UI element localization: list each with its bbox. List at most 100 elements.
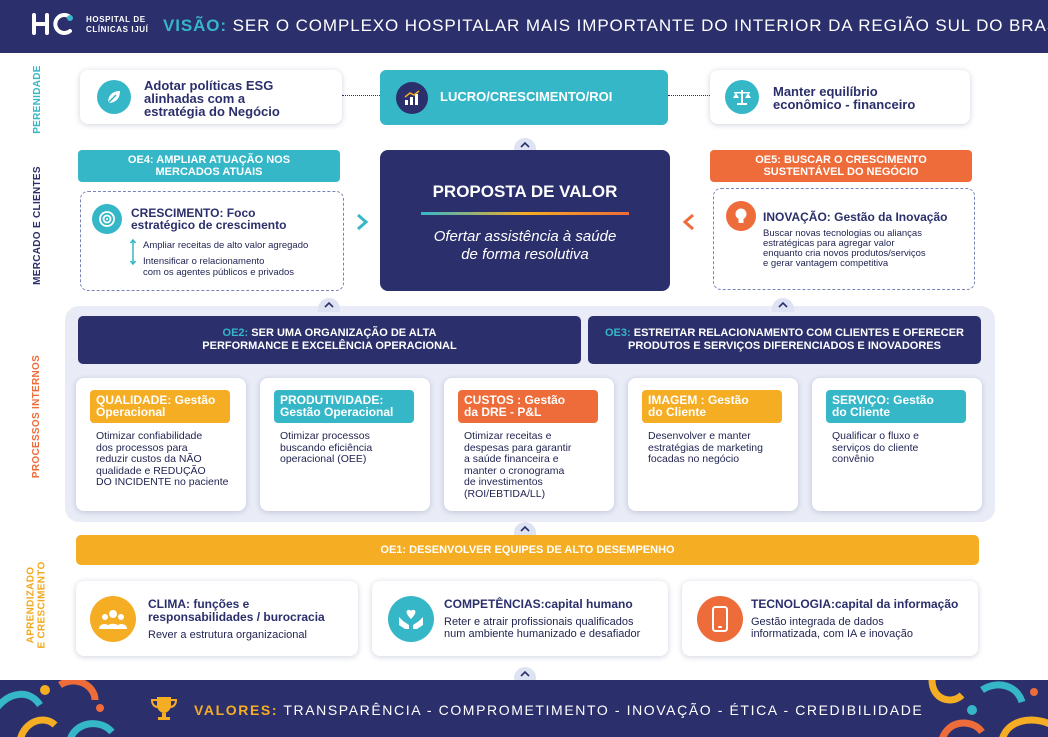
arrow-vertical-icon — [130, 239, 136, 265]
tecnologia-card: TECNOLOGIA:capital da informação Gestão … — [682, 581, 978, 656]
proposta-de-valor: PROPOSTA DE VALOR Ofertar assistência à … — [380, 150, 670, 291]
esg-card: Adotar políticas ESG alinhadas com a est… — [80, 70, 342, 124]
valores-statement: VALORES: TRANSPARÊNCIA - COMPROMETIMENTO… — [194, 702, 923, 718]
clima-title: CLIMA: funções e responsabilidades / bur… — [148, 598, 325, 624]
competencias-desc: Reter e atrair profissionais qualificado… — [444, 616, 640, 640]
connector-left — [342, 95, 380, 96]
crescimento-title-line2: estratégico de crescimento — [131, 218, 287, 232]
oe2-line1: SER UMA ORGANIZAÇÃO DE ALTA — [251, 327, 437, 339]
vision-header: HOSPITAL DE CLÍNICAS IJUÍ VISÃO: SER O C… — [0, 0, 1048, 53]
process-tag-line2: Gestão Operacional — [280, 405, 394, 419]
process-desc-line: qualidade e REDUÇÃO — [96, 464, 206, 477]
valores-label: VALORES: — [194, 702, 279, 718]
hospital-logo — [32, 13, 73, 35]
competencias-card: COMPETÊNCIAS:capital humano Reter e atra… — [372, 581, 668, 656]
esg-line3: estratégia do Negócio — [144, 104, 280, 119]
side-label-aprendizado-line2: E CRESCIMENTO — [37, 561, 48, 649]
chevron-up-icon — [514, 522, 536, 536]
side-label-mercado-text: MERCADO E CLIENTES — [31, 165, 43, 285]
lucro-label: LUCRO/CRESCIMENTO/ROI — [440, 89, 613, 104]
smartphone-icon — [697, 596, 743, 642]
process-desc-line: Otimizar processos — [280, 430, 370, 442]
side-label-aprendizado-text: APRENDIZADO E CRESCIMENTO — [26, 561, 48, 648]
process-desc-line: manter o cronograma — [464, 464, 565, 477]
process-desc-line: Desenvolver e manter — [648, 430, 751, 442]
process-desc-line: Otimizar receitas e — [464, 430, 552, 442]
proposta-line2: de forma resolutiva — [461, 246, 589, 263]
tecnologia-title: TECNOLOGIA:capital da informação — [751, 597, 959, 611]
vision-text: SER O COMPLEXO HOSPITALAR MAIS IMPORTANT… — [232, 16, 1048, 35]
esg-text: Adotar políticas ESG alinhadas com a est… — [144, 79, 280, 118]
oe2-band: OE2: SER UMA ORGANIZAÇÃO DE ALTA PERFORM… — [78, 316, 581, 364]
process-desc-line: DO INCIDENTE no paciente — [96, 476, 229, 488]
target-icon — [92, 204, 122, 234]
clima-title-line2: responsabilidades / burocracia — [148, 610, 325, 624]
process-desc-line: focadas no negócio — [648, 453, 740, 465]
oe4-line2: MERCADOS ATUAIS — [155, 166, 263, 178]
crescimento-item2: Intensificar o relacionamento com os age… — [143, 256, 295, 278]
hospital-name-line2: CLÍNICAS IJUÍ — [86, 25, 149, 34]
chevron-up-icon — [318, 298, 340, 312]
side-label-mercado: MERCADO E CLIENTES — [24, 150, 50, 300]
process-desc-line: a saúde financeira e — [464, 453, 559, 465]
inovacao-card: INOVAÇÃO: Gestão da Inovação Buscar nova… — [713, 188, 975, 290]
side-label-processos: PROCESSOS INTERNOS — [24, 330, 50, 502]
clima-desc: Rever a estrutura organizacional — [148, 629, 307, 641]
valores-footer: VALORES: TRANSPARÊNCIA - COMPROMETIMENTO… — [0, 680, 1048, 737]
competencias-desc-line1: Reter e atrair profissionais qualificado… — [444, 616, 634, 628]
process-tag-line2: do Cliente — [648, 405, 707, 419]
process-tag-line1: SERVIÇO: Gestão — [832, 393, 934, 407]
process-desc-line: serviços do cliente — [832, 441, 919, 454]
oe4-band: OE4: AMPLIAR ATUAÇÃO NOS MERCADOS ATUAIS — [78, 150, 340, 182]
leaf-icon — [97, 80, 131, 114]
inovacao-title: INOVAÇÃO: Gestão da Inovação — [763, 210, 948, 224]
inovacao-line4: e gerar vantagem competitiva — [763, 258, 889, 269]
process-tag-line2: Operacional — [96, 405, 166, 419]
process-tag: PRODUTIVIDADE:Gestão Operacional — [274, 390, 414, 423]
crescimento-item2-line2: com os agentes públicos e privados — [143, 266, 295, 278]
oe5-line1: OE5: BUSCAR O CRESCIMENTO — [755, 154, 927, 166]
competencias-desc-line2: num ambiente humanizado e desafiador — [444, 628, 641, 640]
equilibrio-line1: Manter equilíbrio — [773, 84, 878, 99]
hospital-name: HOSPITAL DE CLÍNICAS IJUÍ — [86, 15, 148, 35]
decor-pattern-right — [928, 680, 1048, 737]
heart-hands-icon — [388, 596, 434, 642]
chart-icon — [396, 82, 428, 114]
side-label-aprendizado-line1: APRENDIZADO — [26, 566, 37, 644]
proposta-subtitle: Ofertar assistência à saúde de forma res… — [380, 228, 670, 264]
chevron-left-icon — [682, 213, 694, 231]
crescimento-item1: Ampliar receitas de alto valor agregado — [143, 240, 309, 251]
proposta-title: PROPOSTA DE VALOR — [432, 182, 618, 201]
lucro-box: LUCRO/CRESCIMENTO/ROI — [380, 70, 668, 125]
process-desc-line: (ROI/EBTIDA/LL) — [464, 487, 546, 500]
process-desc-line: Qualificar o fluxo e — [832, 430, 919, 442]
process-desc-line: de investimentos — [464, 476, 543, 488]
oe1-band: OE1: DESENVOLVER EQUIPES DE ALTO DESEMPE… — [76, 535, 979, 565]
crescimento-item2-line1: Intensificar o relacionamento — [143, 256, 265, 267]
inovacao-line2: estratégicas para agregar valor — [763, 238, 895, 249]
decor-pattern-left — [0, 680, 115, 737]
trophy-icon — [150, 697, 178, 720]
oe3-prefix: OE3: — [605, 327, 631, 339]
crescimento-card: CRESCIMENTO: Foco estratégico de crescim… — [80, 191, 344, 291]
equilibrio-text: Manter equilíbrio econômico - financeiro — [773, 85, 915, 111]
process-tag-line2: do Cliente — [832, 405, 891, 419]
oe3-line2: PRODUTOS E SERVIÇOS DIFERENCIADOS E INOV… — [628, 340, 941, 352]
esg-line2: alinhadas com a — [144, 91, 246, 106]
oe5-line2: SUSTENTÁVEL DO NEGÓCIO — [763, 166, 919, 178]
oe5-band: OE5: BUSCAR O CRESCIMENTO SUSTENTÁVEL DO… — [710, 150, 972, 182]
process-desc-line: reduzir custos da NÃO — [96, 453, 202, 465]
